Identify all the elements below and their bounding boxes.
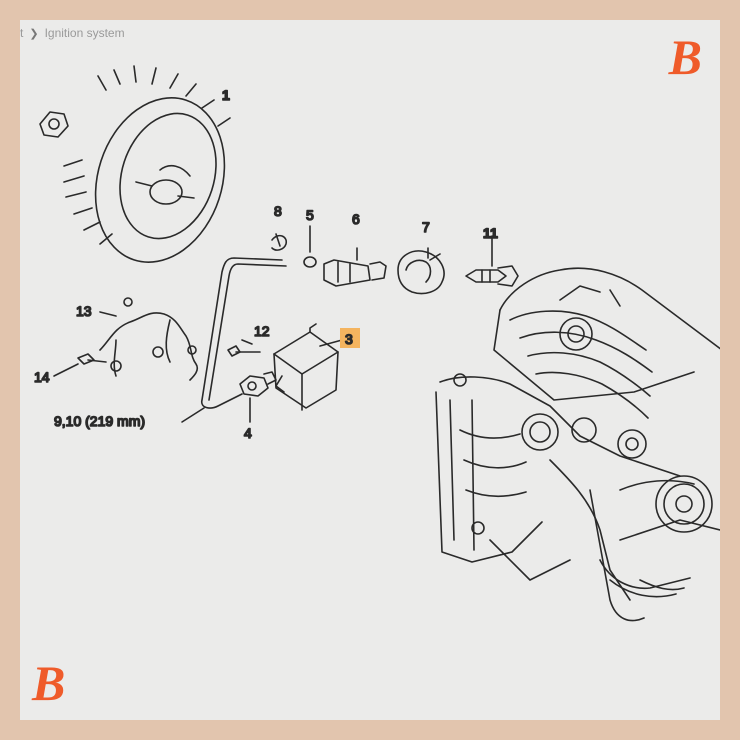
brand-logo-top: B xyxy=(668,29,702,85)
nut-part[interactable] xyxy=(39,111,69,138)
o-ring-part[interactable] xyxy=(303,256,317,268)
wire-harness-part[interactable] xyxy=(99,297,199,381)
part-label-7[interactable]: 7 xyxy=(421,218,431,236)
breadcrumb-current: Ignition system xyxy=(44,26,125,40)
boot-part[interactable] xyxy=(397,250,445,295)
flywheel-part[interactable] xyxy=(63,65,245,279)
fitting-part[interactable] xyxy=(239,371,277,397)
engine-block xyxy=(435,267,720,622)
leader-line xyxy=(319,339,343,347)
leader-line xyxy=(241,339,253,345)
hose-part[interactable] xyxy=(200,257,287,409)
part-label-6[interactable]: 6 xyxy=(351,210,361,228)
part-label-13[interactable]: 13 xyxy=(75,302,92,320)
part-label-14[interactable]: 14 xyxy=(33,368,50,386)
spark-plug-part[interactable] xyxy=(465,265,519,287)
part-label-1[interactable]: 1 xyxy=(221,86,231,104)
leader-line xyxy=(181,407,205,423)
chevron-right-icon: ❯ xyxy=(29,27,39,40)
breadcrumb-parent[interactable]: t xyxy=(20,26,24,40)
breadcrumb: t ❯ Ignition system xyxy=(20,26,125,40)
diagram-frame: t ❯ Ignition system xyxy=(20,20,720,720)
leader-line xyxy=(217,117,231,127)
part-label-11[interactable]: 11 xyxy=(482,224,499,242)
part-label-12[interactable]: 12 xyxy=(253,322,270,340)
part-label-5[interactable]: 5 xyxy=(305,206,315,224)
highlight-box xyxy=(340,328,360,348)
parts-diagram: 1 8 5 6 7 11 13 12 3 14 4 9,10 (219 mm) xyxy=(33,65,720,622)
brand-logo-bottom: B xyxy=(32,655,66,711)
hose-label-number: 9,10 xyxy=(54,413,81,429)
bolt-part[interactable] xyxy=(227,345,261,357)
screw-part[interactable] xyxy=(77,353,107,365)
part-label-4[interactable]: 4 xyxy=(243,424,253,442)
clip-part[interactable] xyxy=(271,233,288,251)
leader-line xyxy=(53,363,79,377)
leader-line xyxy=(99,311,117,317)
hose-label[interactable]: 9,10 (219 mm) xyxy=(53,412,146,430)
part-label-3[interactable]: 3 xyxy=(344,330,354,348)
valve-part[interactable] xyxy=(323,259,387,287)
hose-label-length: (219 mm) xyxy=(85,413,145,429)
ignition-module-part[interactable] xyxy=(273,323,339,411)
part-label-8[interactable]: 8 xyxy=(273,202,283,220)
